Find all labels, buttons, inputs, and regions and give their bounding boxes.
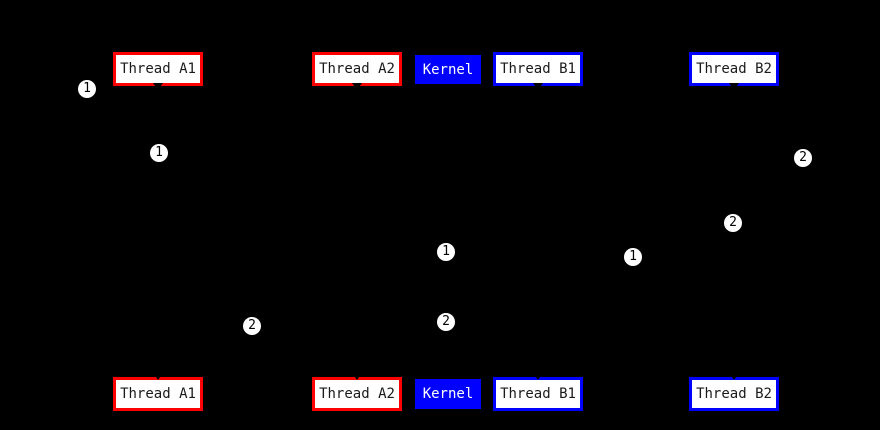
node-thread-b2-top: Thread B2 — [689, 52, 779, 90]
node-label-thread-a2-top: Thread A2 — [319, 61, 395, 77]
step-marker-label: 2 — [442, 314, 450, 329]
node-thread-b1-bottom: Thread B1 — [493, 373, 583, 411]
step-marker-1-0: 1 — [78, 80, 96, 98]
edge-connector-icon — [533, 83, 543, 90]
edge-connector-icon — [729, 373, 739, 380]
node-kernel-top: Kernel — [415, 55, 481, 84]
edge-connector-icon — [533, 373, 543, 380]
step-marker-2-2: 2 — [794, 149, 812, 167]
node-label-thread-a1-top: Thread A1 — [120, 61, 196, 77]
step-marker-2-6: 2 — [437, 313, 455, 331]
step-marker-1-4: 1 — [437, 243, 455, 261]
edge-connector-icon — [352, 373, 362, 380]
edge-connector-icon — [352, 83, 362, 90]
node-label-thread-b2-bottom: Thread B2 — [696, 386, 772, 402]
node-thread-b2-bottom: Thread B2 — [689, 373, 779, 411]
node-label-kernel-top: Kernel — [422, 61, 474, 78]
node-label-thread-b2-top: Thread B2 — [696, 61, 772, 77]
step-marker-label: 1 — [442, 244, 450, 259]
step-marker-label: 1 — [155, 145, 163, 160]
step-marker-1-5: 1 — [624, 248, 642, 266]
step-marker-label: 1 — [83, 81, 91, 96]
step-marker-2-7: 2 — [243, 317, 261, 335]
edge-connector-icon — [153, 373, 163, 380]
edge-connector-icon — [153, 83, 163, 90]
node-kernel-bottom: Kernel — [415, 379, 481, 409]
node-label-thread-a2-bottom: Thread A2 — [319, 386, 395, 402]
node-thread-a2-top: Thread A2 — [312, 52, 402, 90]
edge-connector-icon — [729, 83, 739, 90]
step-marker-label: 2 — [799, 150, 807, 165]
step-marker-label: 2 — [248, 318, 256, 333]
node-thread-b1-top: Thread B1 — [493, 52, 583, 90]
step-marker-label: 2 — [729, 215, 737, 230]
step-marker-label: 1 — [629, 249, 637, 264]
node-label-thread-b1-top: Thread B1 — [500, 61, 576, 77]
node-thread-a2-bottom: Thread A2 — [312, 373, 402, 411]
node-label-thread-a1-bottom: Thread A1 — [120, 386, 196, 402]
node-thread-a1-bottom: Thread A1 — [113, 373, 203, 411]
node-label-thread-b1-bottom: Thread B1 — [500, 386, 576, 402]
step-marker-1-1: 1 — [150, 144, 168, 162]
node-thread-a1-top: Thread A1 — [113, 52, 203, 90]
node-label-kernel-bottom: Kernel — [422, 386, 474, 402]
step-marker-2-3: 2 — [724, 214, 742, 232]
